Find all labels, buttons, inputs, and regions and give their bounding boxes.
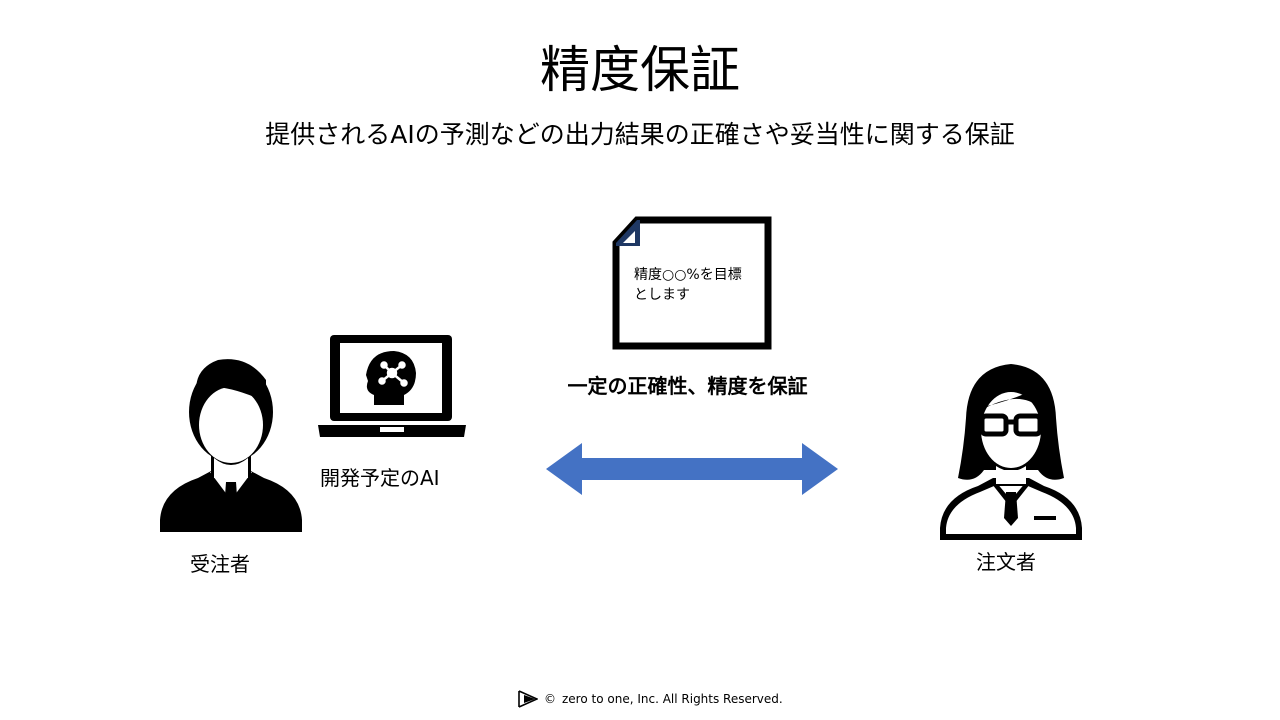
document-text: 精度○○%を目標 とします (634, 265, 764, 305)
man-icon (160, 359, 302, 532)
copyright-text: zero to one, Inc. All Rights Reserved. (562, 692, 783, 706)
double-arrow-icon (546, 443, 838, 495)
document-icon (612, 216, 772, 350)
client-label: 注文者 (976, 550, 1036, 574)
company-logo-icon (518, 690, 538, 708)
slide-title: 精度保証 (540, 41, 740, 99)
footer: © zero to one, Inc. All Rights Reserved. (518, 690, 783, 708)
copyright-symbol: © (544, 692, 556, 706)
accuracy-claim: 一定の正確性、精度を保証 (567, 374, 808, 398)
document-line: とします (634, 287, 690, 303)
document-line: 精度○○%を目標 (634, 267, 742, 283)
laptop-ai-icon (318, 335, 466, 437)
slide-subtitle: 提供されるAIの予測などの出力結果の正確さや妥当性に関する保証 (265, 120, 1015, 149)
contractor-label: 受注者 (190, 552, 250, 576)
woman-icon (940, 364, 1082, 540)
ai-label: 開発予定のAI (320, 466, 440, 490)
